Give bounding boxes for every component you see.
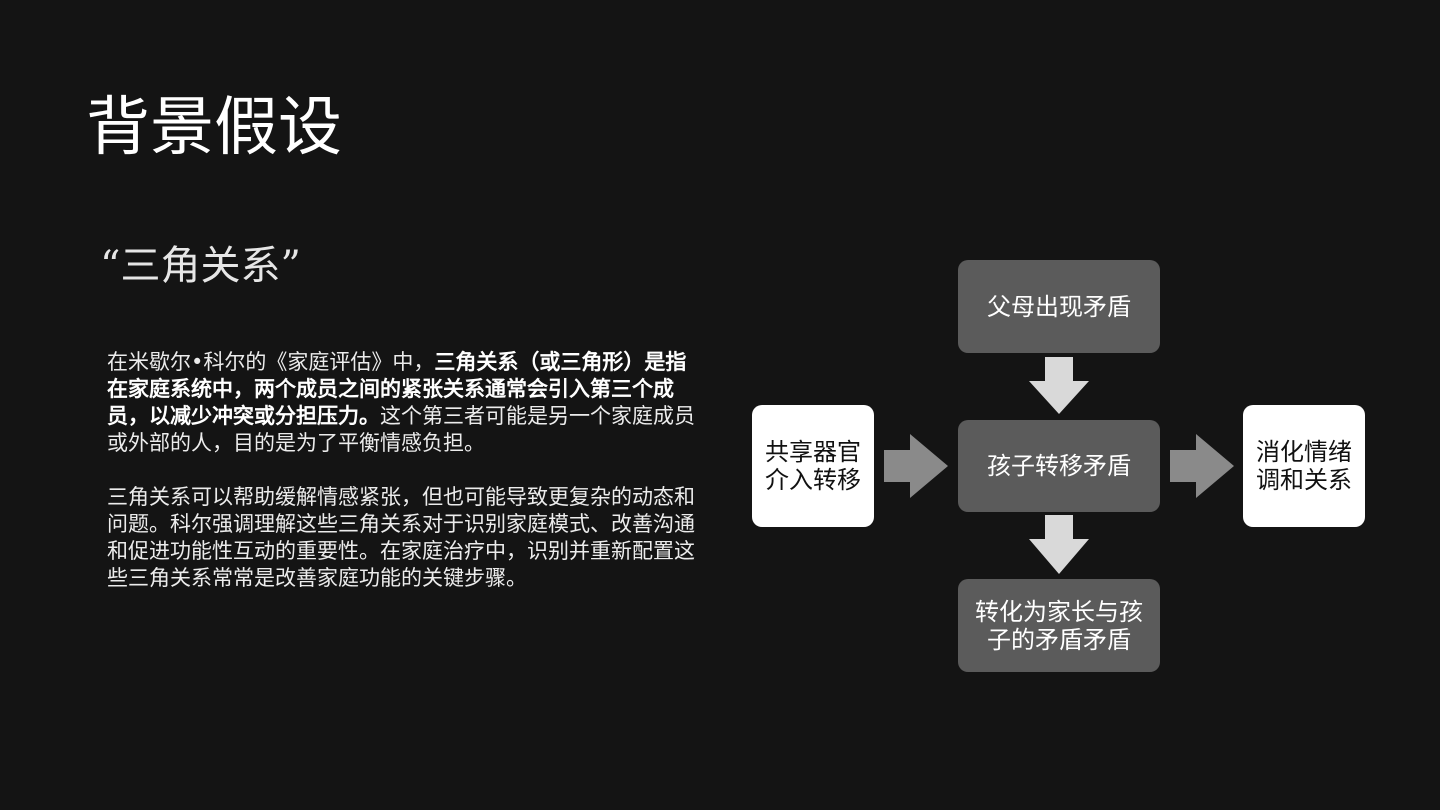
paragraph-1-emphasis: 三角关系（或三角形）是指在家庭系统中，两个成员之间的紧张关系通常会引入第三个成员… <box>107 350 687 428</box>
node-child-transfer: 孩子转移矛盾 <box>958 420 1160 512</box>
arrow-right-left <box>884 434 948 498</box>
section-subtitle: “三角关系” <box>100 243 301 289</box>
node-parents-conflict-label: 父母出现矛盾 <box>987 292 1131 321</box>
node-parent-child-conflict: 转化为家长与孩 子的矛盾矛盾 <box>958 579 1160 672</box>
paragraph-1-rest: 这个第三者可能是另一个家庭成员或外部的人，目的是为了平衡情感负担。 <box>107 404 695 455</box>
page-title: 背景假设 <box>86 91 342 165</box>
arrow-right-right <box>1170 434 1234 498</box>
body-text: 在米歇尔•科尔的《家庭评估》中，三角关系（或三角形）是指在家庭系统中，两个成员之… <box>107 349 697 619</box>
arrow-down-top <box>1029 357 1089 414</box>
arrow-down-bottom <box>1029 515 1089 574</box>
paragraph-2: 三角关系可以帮助缓解情感紧张，但也可能导致更复杂的动态和问题。科尔强调理解这些三… <box>107 485 695 590</box>
node-parent-child-conflict-label: 转化为家长与孩 子的矛盾矛盾 <box>975 597 1143 654</box>
node-child-transfer-label: 孩子转移矛盾 <box>987 452 1131 480</box>
node-shared-organ-label: 共享器官 介入转移 <box>765 438 861 494</box>
paragraph-1: 在米歇尔•科尔的《家庭评估》中，三角关系（或三角形）是指在家庭系统中，两个成员之… <box>107 349 697 457</box>
node-digest-emotion: 消化情绪 调和关系 <box>1243 405 1365 527</box>
node-shared-organ: 共享器官 介入转移 <box>752 405 874 527</box>
paragraph-1-intro: 在米歇尔•科尔的《家庭评估》中， <box>107 350 435 374</box>
node-digest-emotion-label: 消化情绪 调和关系 <box>1256 438 1352 494</box>
node-parents-conflict: 父母出现矛盾 <box>958 260 1160 353</box>
